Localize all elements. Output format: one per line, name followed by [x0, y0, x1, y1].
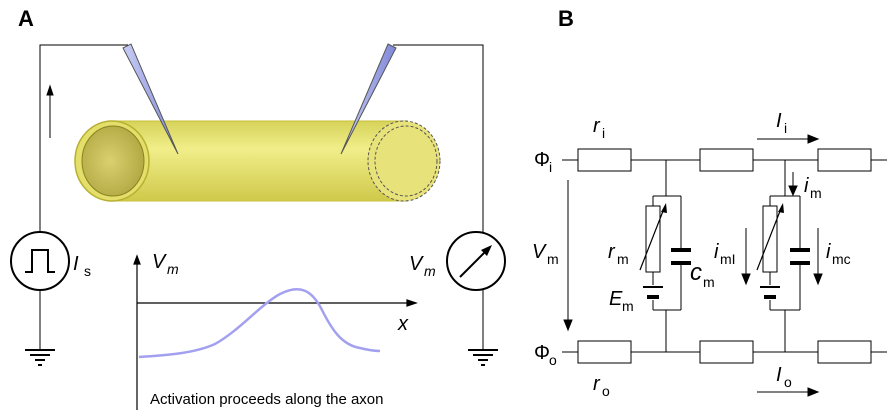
current-label: I — [73, 253, 79, 275]
axon-far-end — [367, 120, 441, 202]
Em-label-sub: m — [622, 298, 634, 314]
imc-arrow — [813, 228, 823, 286]
im-label: i — [804, 175, 809, 197]
Ii-label-sub: i — [784, 120, 787, 136]
plot-ylabel: V — [152, 251, 167, 273]
voltmeter — [446, 231, 506, 291]
ri-label: r — [593, 115, 601, 137]
battery-1 — [643, 286, 663, 299]
extracellular-rail — [562, 340, 887, 364]
stimulus-electrode — [122, 43, 179, 155]
current-label-sub: s — [84, 263, 91, 279]
vm-label-sub: m — [547, 251, 559, 267]
imc-label-sub: mc — [832, 251, 851, 267]
imI-label-sub: mI — [720, 251, 736, 267]
Em-label: E — [609, 288, 623, 310]
voltmeter-label: V — [409, 253, 424, 275]
capacitor-2 — [790, 248, 810, 265]
current-source — [10, 231, 70, 291]
ro-label-sub: o — [602, 383, 610, 399]
imI-arrow — [741, 228, 751, 286]
Io-arrow — [757, 387, 820, 397]
current-arrow — [46, 84, 54, 138]
intracellular-rail — [562, 148, 887, 172]
recording-wire — [393, 44, 484, 350]
ri-label-sub: i — [602, 125, 605, 141]
phi-i-label-sub: i — [549, 159, 552, 175]
stimulus-wire — [39, 44, 128, 350]
phi-i-label: Φ — [534, 149, 550, 171]
voltmeter-label-sub: m — [424, 263, 436, 279]
membrane-element-1 — [639, 160, 682, 352]
ground-right — [468, 349, 498, 366]
im-label-sub: m — [810, 185, 822, 201]
Io-label: I — [776, 364, 782, 386]
capacitor-1 — [671, 248, 691, 265]
cm-label: c — [690, 259, 702, 286]
plot-caption: Activation proceeds along the axon — [150, 391, 384, 408]
phi-o-label: Φ — [534, 342, 550, 364]
imI-label: i — [714, 241, 719, 263]
ground-left — [25, 349, 55, 366]
panel-a-label: A — [18, 6, 34, 31]
ro-label: r — [593, 373, 601, 395]
axon — [74, 120, 441, 202]
plot-xlabel: x — [397, 313, 409, 335]
vm-plot-axes — [133, 254, 418, 410]
recording-electrode — [340, 43, 397, 155]
phi-o-label-sub: o — [549, 352, 557, 368]
vm-arrow — [563, 180, 573, 332]
battery-2 — [760, 286, 780, 299]
Ii-arrow — [757, 134, 820, 144]
vm-curve — [138, 288, 381, 359]
vm-label: V — [532, 241, 547, 263]
panel-b-label: B — [558, 6, 574, 31]
Ii-label: I — [776, 110, 782, 132]
cm-label-sub: m — [703, 274, 715, 290]
imc-label: i — [826, 241, 831, 263]
Io-label-sub: o — [784, 374, 792, 390]
im-arrow — [788, 172, 798, 197]
rm-label: r — [608, 241, 616, 263]
rm-label-sub: m — [617, 251, 629, 267]
membrane-element-2 — [756, 160, 801, 352]
plot-ylabel-sub: m — [167, 261, 179, 277]
